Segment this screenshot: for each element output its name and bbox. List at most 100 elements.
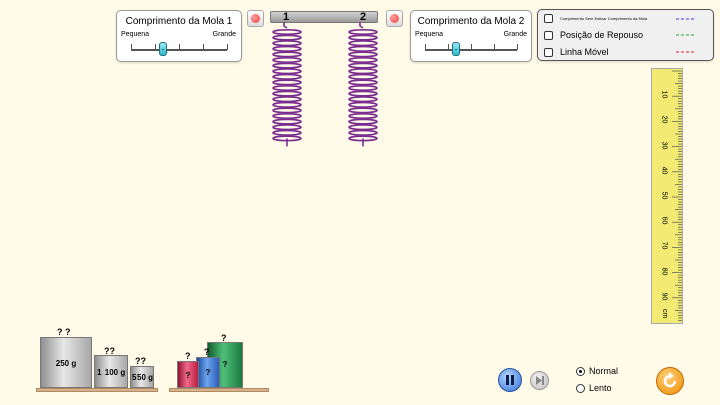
mass-100g-label: 100 g	[104, 368, 126, 377]
mystery-masses-shelf	[169, 388, 269, 392]
step-button[interactable]	[530, 371, 549, 390]
speed-slow-radio[interactable]	[576, 383, 585, 393]
slider-tick	[517, 44, 518, 50]
spring2-number: 2	[360, 11, 367, 23]
unstretched-length-label: Comprimento Sem Esticar Comprimento da M…	[560, 16, 648, 21]
spring-coil	[348, 79, 378, 86]
spring2-slider-track[interactable]	[425, 49, 517, 51]
spring-coil	[272, 51, 302, 58]
moving-line-checkbox[interactable]	[544, 47, 553, 57]
spring-coil	[348, 84, 378, 91]
pause-button[interactable]	[498, 368, 522, 392]
display-options-panel: Comprimento Sem Esticar Comprimento da M…	[537, 9, 714, 61]
spring-support-bar: 1 2	[270, 11, 378, 23]
spring-coil	[272, 129, 302, 136]
ruler-number: 20	[660, 115, 668, 124]
mystery-mass-red-label: ?	[185, 371, 191, 380]
spring1-slider-track[interactable]	[131, 49, 227, 51]
spring1-panel-title: Comprimento da Mola 1	[125, 16, 233, 27]
speed-normal-label: Normal	[589, 366, 619, 376]
mass-50g[interactable]: 5 50 g	[130, 366, 154, 388]
spring-coil	[272, 79, 302, 86]
moving-line-option[interactable]: Linha Móvel	[544, 47, 694, 57]
spring-coil	[348, 62, 378, 69]
mass-100g[interactable]: 1 100 g	[94, 355, 128, 388]
mystery-mass-red[interactable]: ?	[177, 361, 199, 388]
speed-slow-option[interactable]: Lento	[576, 383, 612, 393]
pause-icon	[506, 375, 514, 385]
ruler-number: 50	[660, 191, 668, 200]
slider-tick	[131, 44, 132, 50]
stop-icon	[251, 14, 260, 23]
spring-coil	[348, 124, 378, 131]
mass-250g[interactable]: 250 g	[40, 337, 92, 388]
spring-coil	[348, 107, 378, 114]
ruler-number: 10	[660, 90, 668, 99]
spring-coil	[348, 113, 378, 120]
spring-coil	[272, 107, 302, 114]
speed-slow-label: Lento	[589, 383, 612, 393]
spring-coil	[272, 68, 302, 75]
spring-1[interactable]	[272, 22, 302, 147]
spring-coil	[348, 45, 378, 52]
slider-tick	[425, 44, 426, 50]
spring2-panel-title: Comprimento da Mola 2	[417, 16, 525, 27]
spring-coil	[348, 96, 378, 103]
spring1-number: 1	[283, 11, 290, 23]
spring-coil	[348, 29, 378, 36]
slider-tick	[227, 44, 228, 50]
spring-coil	[272, 101, 302, 108]
spring2-max-label: Grande	[503, 31, 527, 38]
ruler-number: 30	[660, 141, 668, 149]
spring-coil	[348, 73, 378, 80]
slider-tick	[203, 44, 204, 50]
spring-coil	[272, 90, 302, 97]
moving-line-label: Linha Móvel	[560, 47, 609, 57]
spring2-reset-button[interactable]	[386, 10, 403, 27]
stop-icon	[390, 14, 399, 23]
unstretched-length-option[interactable]: Comprimento Sem Esticar Comprimento da M…	[544, 14, 694, 23]
slider-tick	[494, 44, 495, 50]
mystery-mass-green-mark: ?	[221, 333, 227, 343]
spring-2[interactable]	[348, 22, 378, 147]
rest-position-option[interactable]: Posição de Repouso	[544, 30, 694, 40]
slider-tick	[155, 44, 156, 50]
unstretched-length-checkbox[interactable]	[544, 14, 553, 23]
slider-tick	[471, 44, 472, 50]
reset-all-button[interactable]	[656, 367, 684, 395]
rest-position-checkbox[interactable]	[544, 30, 553, 40]
mass-100g-marks: ??	[104, 346, 115, 356]
spring-coil	[272, 96, 302, 103]
mystery-mass-blue-label: ?	[205, 368, 211, 377]
ruler-number: 90	[660, 292, 668, 301]
slider-tick	[179, 44, 180, 50]
blue-dashed-line-icon	[676, 18, 694, 19]
spring1-length-panel: Comprimento da Mola 1 Pequena Grande	[116, 10, 242, 62]
spring-coil	[348, 118, 378, 125]
spring-coil	[272, 29, 302, 36]
speed-normal-radio[interactable]	[576, 366, 585, 376]
spring1-max-label: Grande	[212, 31, 236, 38]
spring-coil	[272, 34, 302, 41]
spring1-reset-button[interactable]	[247, 10, 264, 27]
spring2-slider-thumb[interactable]	[452, 42, 460, 56]
spring-coil	[272, 124, 302, 131]
refresh-icon	[663, 372, 677, 388]
spring-coil	[272, 56, 302, 63]
ruler-ticks	[672, 70, 682, 321]
spring1-slider-thumb[interactable]	[159, 42, 167, 56]
mystery-mass-blue[interactable]: ?	[196, 357, 220, 388]
mystery-mass-blue-mark: ?	[204, 347, 210, 357]
mass-50g-side: 5	[132, 373, 137, 382]
spring-coil	[272, 45, 302, 52]
spring-coil	[348, 56, 378, 63]
known-masses-shelf	[36, 388, 158, 392]
speed-normal-option[interactable]: Normal	[576, 366, 618, 376]
mass-250g-label: 250 g	[55, 359, 77, 368]
mass-250g-marks: ? ?	[57, 327, 71, 337]
mass-50g-label: 50 g	[137, 373, 154, 382]
spring-coil	[348, 68, 378, 75]
spring1-min-label: Pequena	[121, 31, 150, 38]
ruler-number: 70	[660, 241, 668, 250]
